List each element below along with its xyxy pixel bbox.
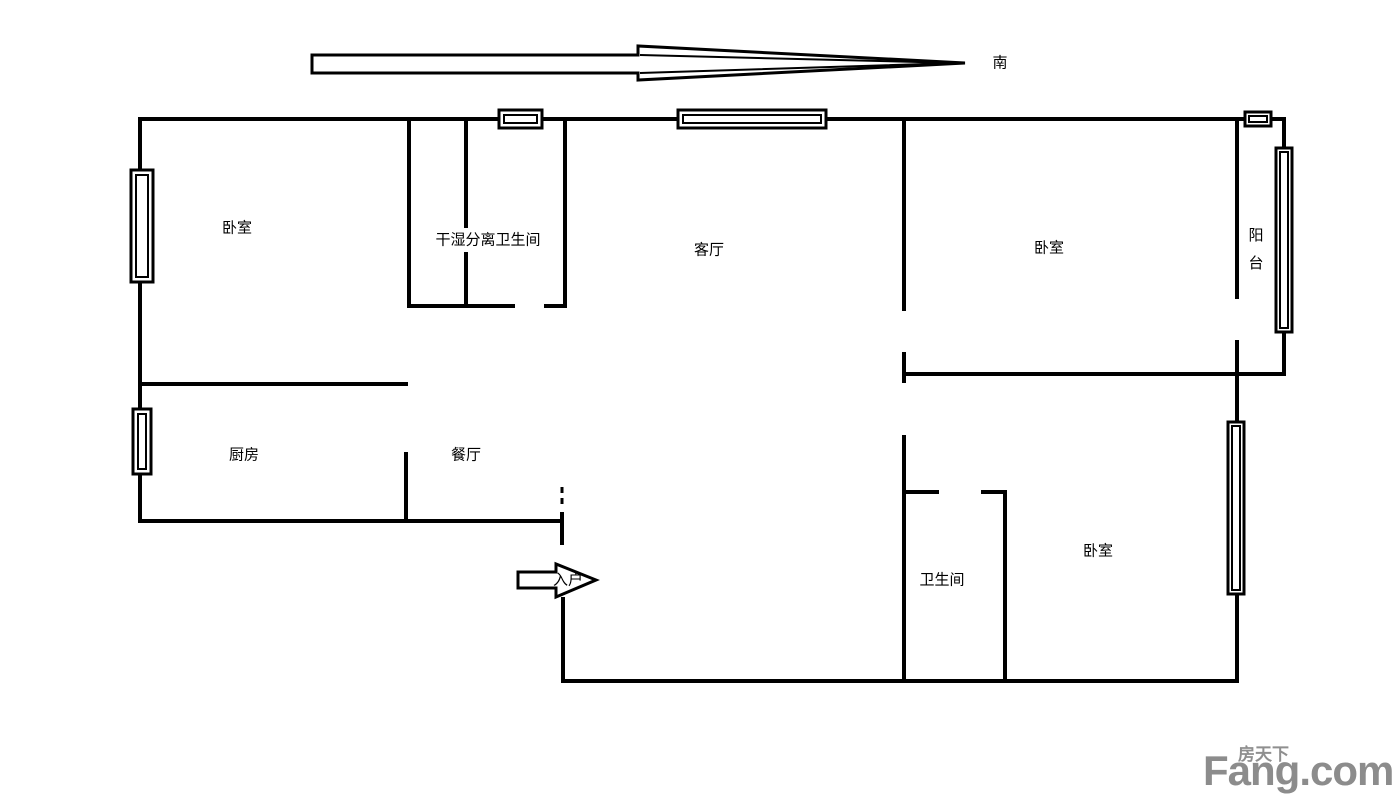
window-drywet-bathroom <box>497 108 544 130</box>
walls <box>138 117 1286 683</box>
entrance-label: 入户 <box>552 570 584 589</box>
window-frame-inner <box>1279 151 1289 329</box>
orientation-arrow-outline <box>310 44 966 82</box>
window-frame-inner <box>135 174 149 278</box>
room-label-dining-room: 餐厅 <box>450 445 482 464</box>
orientation-arrow <box>310 44 966 82</box>
room-label-bathroom-dry-wet: 干湿分离卫生间 <box>435 230 541 249</box>
window-frame-inner <box>1248 115 1268 123</box>
window-balcony-top <box>1243 110 1273 128</box>
room-label-bedroom-northeast: 卧室 <box>1033 238 1065 257</box>
room-label-balcony: 阳台 <box>1246 227 1265 283</box>
window-bedroom-west <box>129 168 155 284</box>
window-kitchen <box>131 407 153 476</box>
room-label-bedroom-west: 卧室 <box>221 218 253 237</box>
entrance-arrow <box>516 561 600 600</box>
watermark-brand-cn: 房天下 <box>1238 745 1289 765</box>
windows <box>129 108 1294 596</box>
window-bedroom-southeast <box>1226 420 1246 596</box>
room-label-bedroom-southeast: 卧室 <box>1082 541 1114 560</box>
room-label-living-room: 客厅 <box>693 240 725 259</box>
window-frame-inner <box>1231 425 1241 591</box>
room-label-kitchen: 厨房 <box>228 445 260 464</box>
orientation-arrow-inner <box>639 54 959 74</box>
watermark-brand-en: Fang.com <box>1203 747 1394 794</box>
window-frame-inner <box>682 114 822 124</box>
window-frame-inner <box>503 114 538 124</box>
window-living-room <box>676 108 828 130</box>
room-label-bathroom: 卫生间 <box>919 570 965 589</box>
window-balcony-east <box>1274 146 1294 334</box>
compass-south-label: 南 <box>992 53 1008 72</box>
window-frame-inner <box>137 413 147 470</box>
